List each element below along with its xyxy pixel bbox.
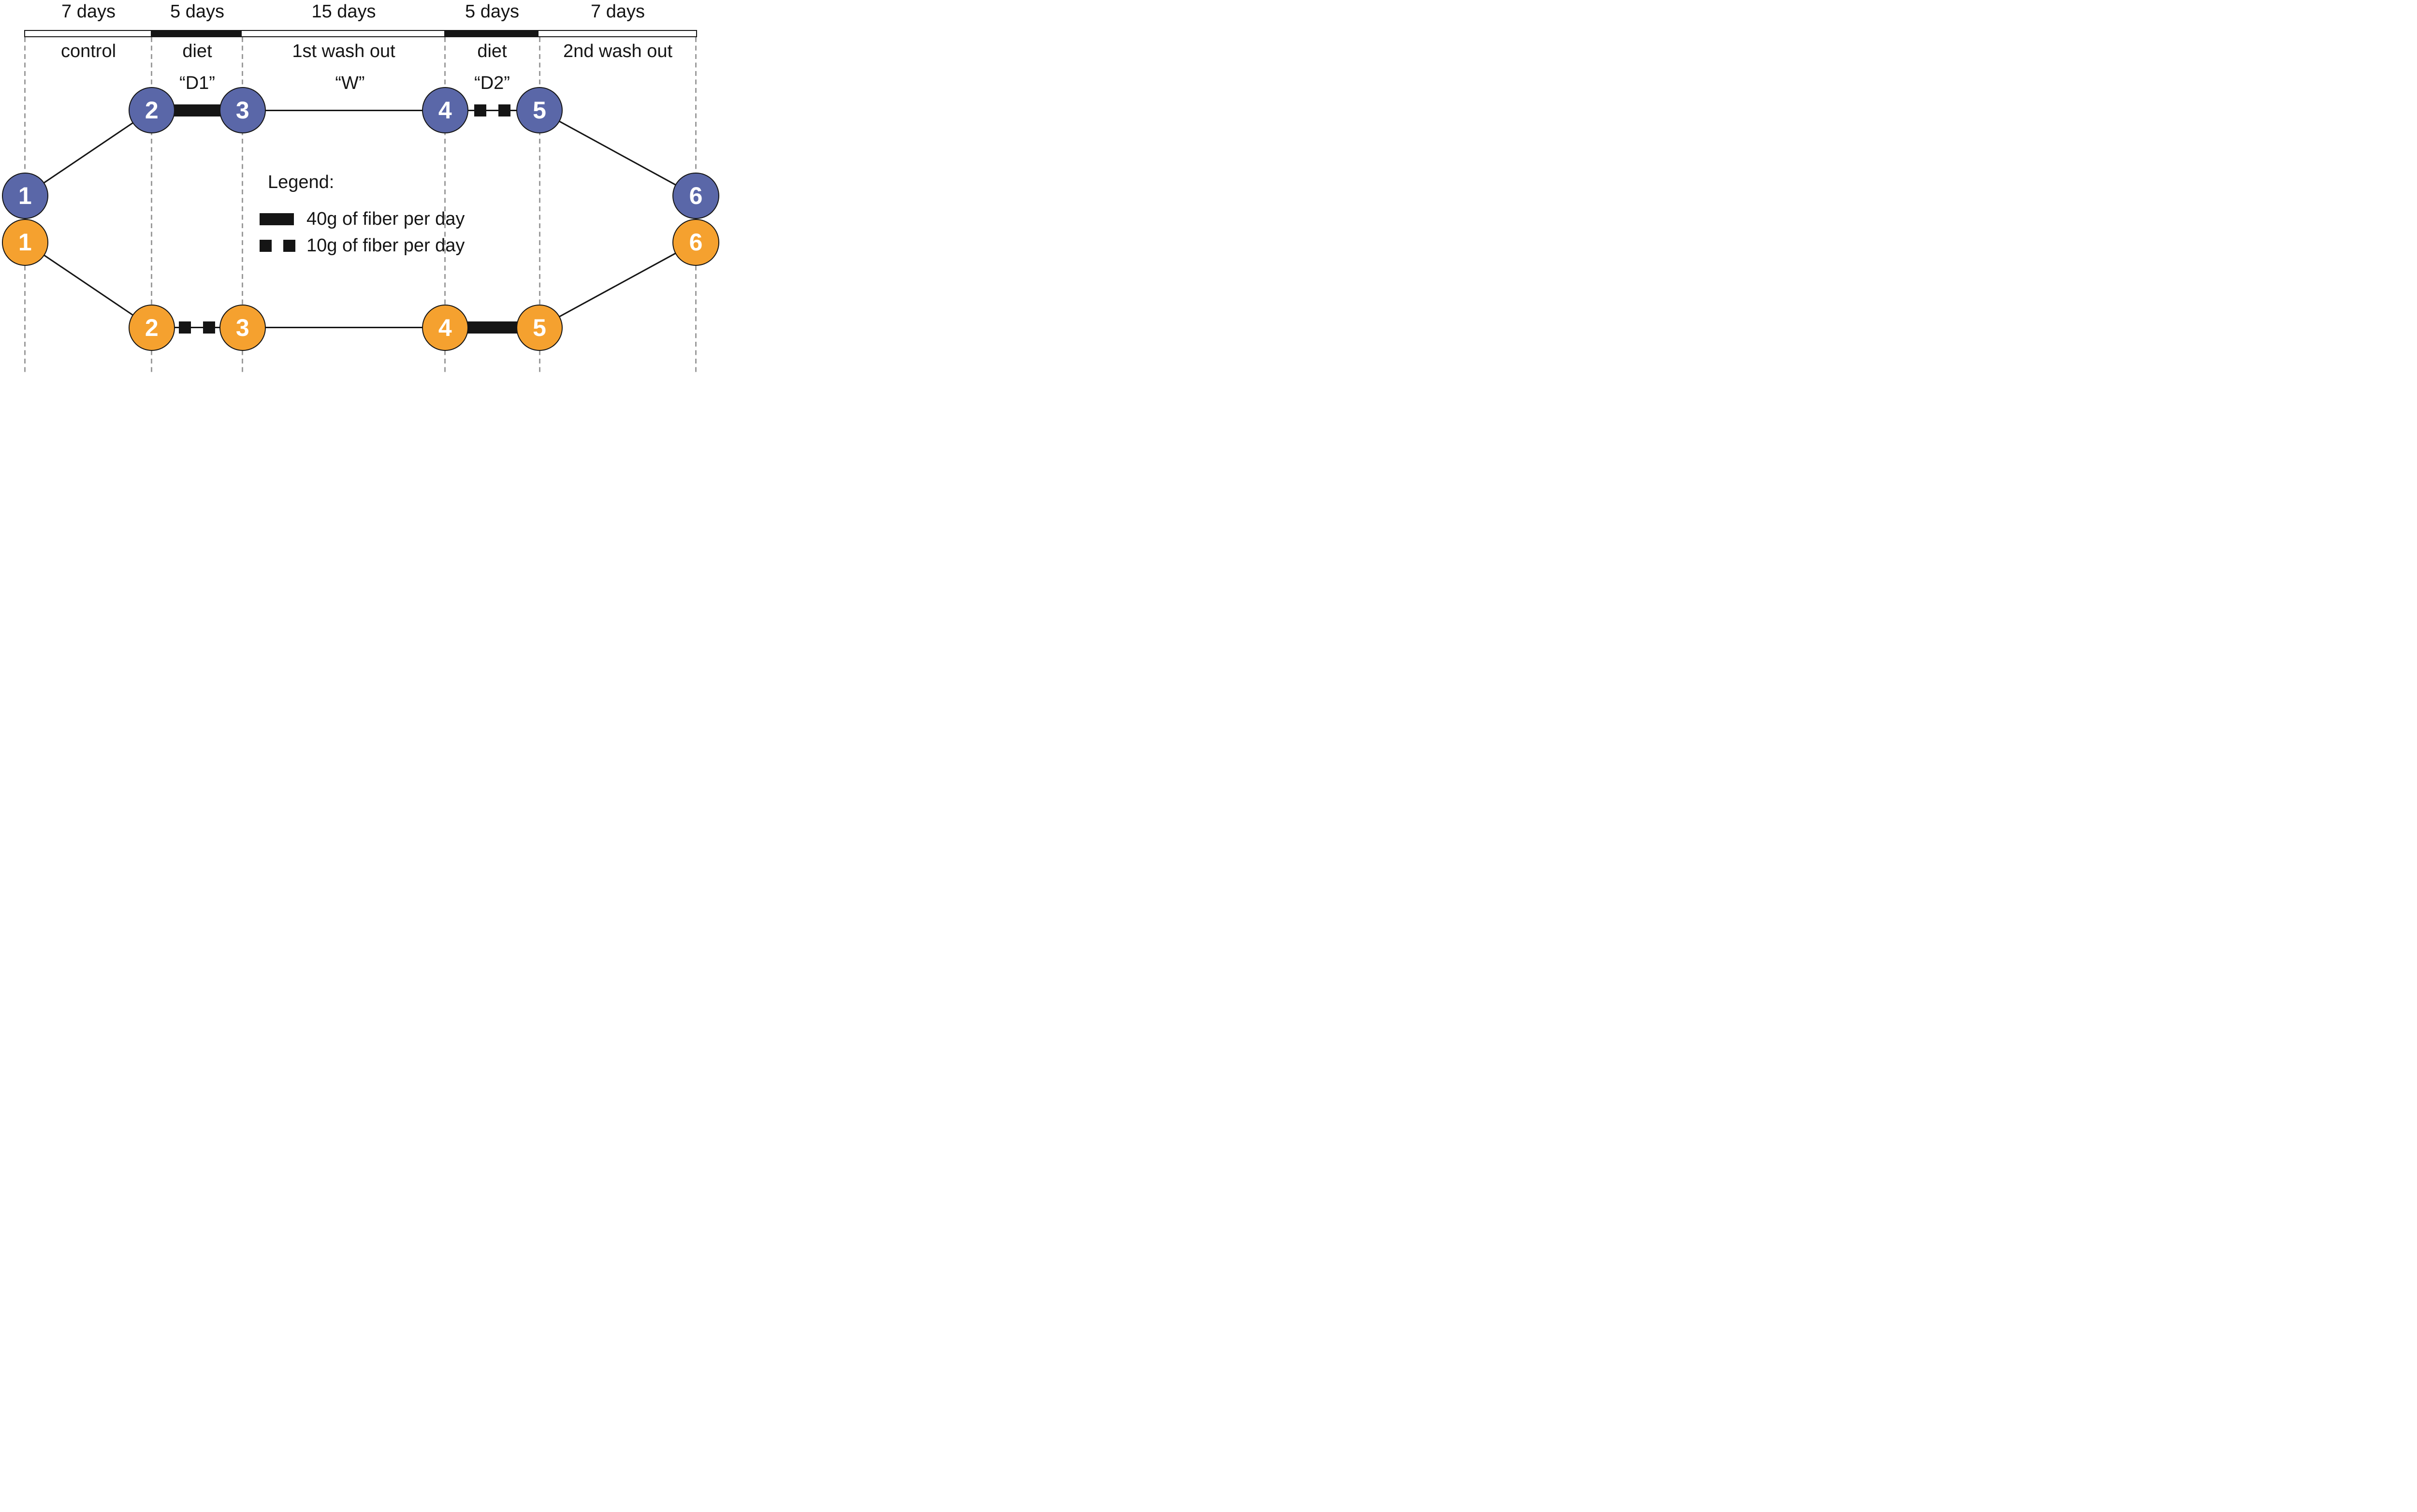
visit-number: 2 [145,314,159,341]
phase-label-washout1: 1st wash out [292,41,395,61]
visit-circle-blue-2: 2 [128,87,175,134]
connector-orange-2-3-10g-square-2 [203,321,216,334]
visit-number: 6 [689,182,703,209]
phase-label-diet1: diet [182,41,212,61]
legend-title: Legend: [268,172,335,192]
phase-label-diet2: diet [477,41,507,61]
connector-orange-2-3-10g-square-1 [179,321,191,334]
visit-number: 4 [438,97,452,124]
connector-blue-4-5-10g-square-2 [498,104,510,116]
duration-label-control: 7 days [61,1,116,22]
visit-number: 5 [533,314,546,341]
dashed-guide-washout1-diet2 [444,37,446,372]
visit-number: 2 [145,97,159,124]
legend-10g-square-swatch-2 [283,239,295,252]
phase-label-control: control [60,41,116,61]
visit-number: 1 [18,229,32,256]
visit-number: 6 [689,229,703,256]
connector-blue-3-4-line [242,109,445,111]
connector-blue-4-5-10g-square-1 [474,104,486,116]
duration-label-washout1: 15 days [311,1,376,22]
visit-circle-orange-5: 5 [516,304,563,351]
visit-circle-orange-2: 2 [128,304,175,351]
phase-label-washout2: 2nd wash out [563,41,673,61]
dashed-guide-control-diet1 [151,37,153,372]
visit-circle-blue-6: 6 [672,172,719,219]
connector-blue-4-5-line [445,109,539,111]
timeline-segment-diet2 [444,30,539,37]
code-label-d1: “D1” [179,73,215,93]
visit-circle-blue-1: 1 [1,172,48,219]
dashed-guide-diet1-washout1 [242,37,244,372]
legend-40g-bar-swatch [259,213,294,225]
visit-circle-blue-3: 3 [219,87,266,134]
visit-circle-orange-6: 6 [672,219,719,266]
visit-number: 4 [438,314,452,341]
visit-number: 1 [18,182,32,209]
connector-orange-2-3-line [151,327,243,329]
duration-label-diet2: 5 days [465,1,519,22]
duration-label-diet1: 5 days [170,1,224,22]
dashed-guide-diet2-washout2 [539,37,540,372]
connector-orange-3-4-line [242,327,445,329]
legend-40g-label: 40g of fiber per day [306,209,465,229]
timeline-bar [24,30,697,37]
visit-circle-orange-1: 1 [1,219,48,266]
connector-blue-5-6 [539,109,697,197]
connector-orange-5-6 [539,242,697,329]
visit-circle-orange-3: 3 [219,304,266,351]
code-label-d2: “D2” [474,73,510,93]
legend-10g-label: 10g of fiber per day [306,235,465,256]
visit-circle-blue-5: 5 [516,87,563,134]
visit-number: 5 [533,97,546,124]
visit-circle-blue-4: 4 [422,87,468,134]
study-design-diagram: 7 days 5 days 15 days 5 days 7 days cont… [0,0,720,378]
code-label-w: “W” [335,73,365,93]
visit-number: 3 [235,97,249,124]
timeline-segment-diet1 [150,30,242,37]
visit-number: 3 [235,314,249,341]
legend-10g-square-swatch-1 [259,239,272,252]
duration-label-washout2: 7 days [591,1,645,22]
visit-circle-orange-4: 4 [422,304,468,351]
